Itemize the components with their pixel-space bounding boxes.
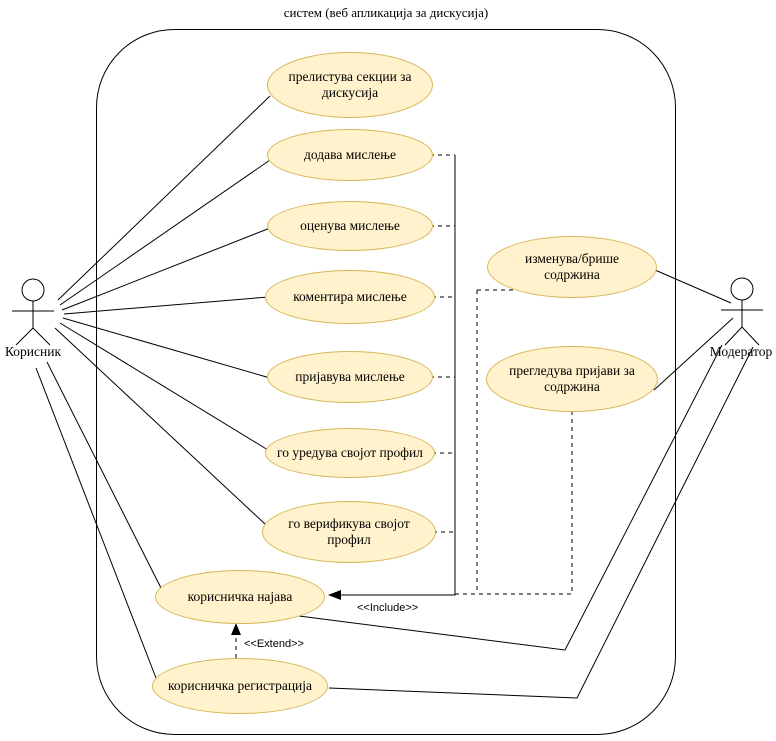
usecase-label: изменува/брише содржина [524, 251, 620, 282]
usecase-label: додава мислење [304, 147, 396, 162]
usecase-label: прегледува пријави за содржина [509, 363, 635, 394]
usecase-label: коментира мислење [293, 289, 407, 304]
usecase-label: прелистува секции за дискусија [288, 69, 412, 100]
usecase-user-login[interactable]: корисничка најава [155, 570, 325, 624]
extend-arrowhead [231, 623, 241, 635]
usecase-label: го уредува својот профил [277, 445, 423, 460]
usecase-label: пријавува мислење [295, 369, 405, 384]
usecase-report-opinion[interactable]: пријавува мислење [267, 351, 433, 403]
usecase-label: го верификува својот профил [288, 516, 410, 547]
usecase-user-registration[interactable]: корисничка регистрација [152, 658, 328, 714]
system-title: систем (веб апликација за дискусија) [283, 5, 489, 20]
usecase-rate-opinion[interactable]: оценува мислење [267, 201, 433, 251]
user-associations [35, 95, 271, 679]
include-arrowhead [328, 590, 341, 600]
system-boundary [96, 29, 676, 735]
actor-moderator-figure[interactable] [721, 277, 763, 346]
usecase-comment-opinion[interactable]: коментира мислење [265, 270, 435, 324]
usecase-add-opinion[interactable]: додава мислење [267, 129, 433, 181]
actor-moderator-label: Модератор [709, 344, 773, 359]
extend-stereotype-label: <<Extend>> [244, 638, 304, 650]
moderator-associations [298, 269, 754, 699]
usecase-review-content-reports[interactable]: прегледува пријави за содржина [486, 346, 658, 412]
include-stereotype-label: <<Include>> [357, 602, 419, 614]
actor-user-figure[interactable] [12, 278, 54, 346]
actor-user-label: Корисник [4, 344, 62, 359]
include-arrow-shaft [340, 155, 456, 596]
usecase-browse-sections[interactable]: прелистува секции за дискусија [267, 52, 433, 118]
usecase-label: оценува мислење [300, 218, 400, 233]
usecase-label: корисничка регистрација [167, 678, 313, 693]
usecase-verify-profile[interactable]: го верификува својот профил [262, 501, 436, 563]
usecase-edit-delete-content[interactable]: изменува/брише содржина [487, 236, 657, 298]
usecase-label: корисничка најава [187, 589, 293, 604]
usecase-edit-profile[interactable]: го уредува својот профил [265, 428, 435, 478]
